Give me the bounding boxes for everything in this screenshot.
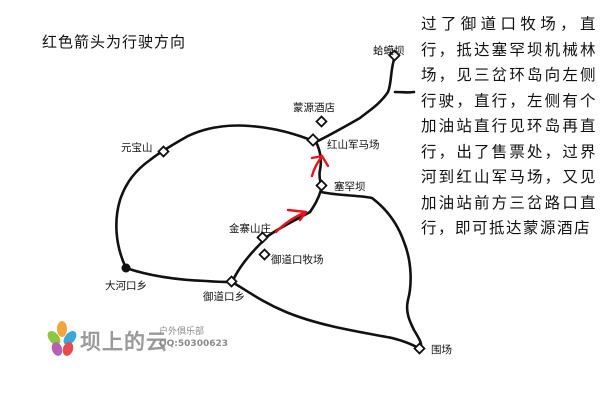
label-saihanba: 塞罕坝 <box>334 181 366 193</box>
marker-yudao-ranch <box>258 248 271 261</box>
label-mengyuan-hotel: 蒙源酒店 <box>293 102 335 114</box>
label-dahekou: 大河口乡 <box>105 280 147 292</box>
marker-halaba <box>388 49 401 62</box>
logo-title: 坝上的云 <box>80 330 168 354</box>
marker-jinzhai <box>256 231 269 244</box>
marker-hongshan <box>306 133 320 147</box>
marker-yuanbaoshan <box>157 145 170 158</box>
label-hongshan: 红山军马场 <box>327 139 380 151</box>
label-yudaokou: 御道口乡 <box>203 291 245 303</box>
driving-directions: 过了御道口牧场，直行，抵达塞罕坝机械林场，见三岔环岛向左侧行驶，直行，左侧有个加… <box>421 15 597 237</box>
marker-weichang <box>413 342 426 355</box>
label-halaba: 蛤蟆坝 <box>373 45 405 57</box>
label-jinzhai: 金寨山庄 <box>229 223 271 235</box>
marker-yudaokou <box>225 275 238 288</box>
direction-arrow-2 <box>310 154 324 178</box>
logo-qq: QQ:50300623 <box>159 339 228 349</box>
direction-arrow-1 <box>274 210 308 234</box>
label-yuanbaoshan: 元宝山 <box>121 142 153 154</box>
logo-club-name: 户外俱乐部 <box>159 327 205 337</box>
direction-arrow-2-head <box>310 154 330 168</box>
label-yudao-ranch: 御道口牧场 <box>271 254 324 266</box>
flower-logo-icon <box>47 321 77 356</box>
map-caption: 红色箭头为行驶方向 <box>42 33 187 51</box>
marker-saihanba <box>315 179 328 192</box>
direction-arrow-1-head <box>286 208 308 222</box>
road-halaba-to-hongshan <box>314 54 397 144</box>
road-saihanba-to-yudaokou <box>230 210 312 284</box>
marker-mengyuan-hotel <box>315 115 328 128</box>
road-yudaokou-to-weichang <box>230 280 422 351</box>
road-saihanba-to-weichang <box>319 190 423 351</box>
label-weichang: 围场 <box>431 344 452 356</box>
road-dahekou-to-yudaokou <box>124 266 234 284</box>
club-logo: 坝上的云 户外俱乐部 QQ:50300623 <box>46 320 236 360</box>
marker-dahekou <box>121 263 131 273</box>
road-yuanbaoshan-loop <box>115 124 318 270</box>
